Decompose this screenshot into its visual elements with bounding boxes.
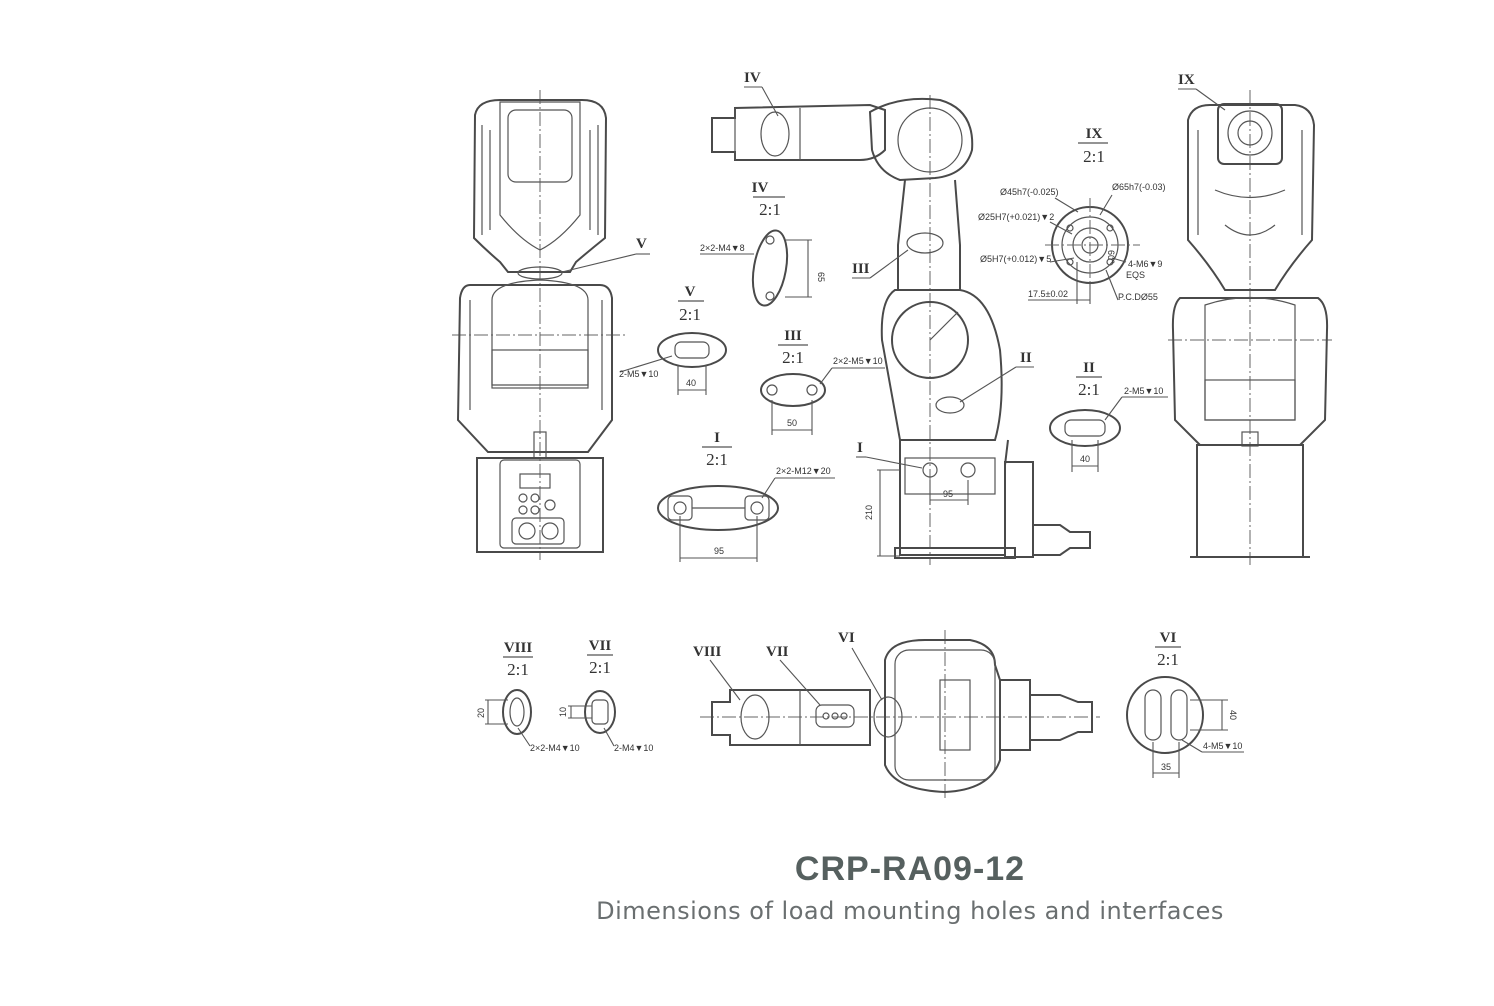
detail-iii-holes: 2×2-M5▼10 [833, 356, 883, 366]
detail-ii-holes: 2-M5▼10 [1124, 386, 1163, 396]
detail-iii-scale: 2:1 [782, 348, 804, 367]
ix-d65: Ø65h7(-0.03) [1112, 182, 1166, 192]
detail-v-label: V [685, 284, 696, 300]
detail-v-scale: 2:1 [679, 305, 701, 324]
detail-vii-label: VII [589, 638, 612, 654]
leader-iii: III [852, 261, 870, 277]
detail-vi-holes: 4-M5▼10 [1203, 741, 1242, 751]
detail-vii-holes: 2-M4▼10 [614, 743, 653, 753]
detail-iv-holes: 2×2-M4▼8 [700, 243, 745, 253]
leader-i: I [857, 440, 863, 456]
detail-i-holes: 2×2-M12▼20 [776, 466, 831, 476]
detail-viii-holes: 2×2-M4▼10 [530, 743, 580, 753]
detail-iv: IV 2:1 2×2-M4▼8 65 [700, 180, 826, 307]
ix-angle: 60° [1106, 250, 1116, 264]
ix-m6: 4-M6▼9 [1128, 259, 1162, 269]
detail-vii-dim: 10 [558, 707, 568, 717]
base-width-dim: 95 [943, 489, 953, 499]
detail-vi: VI 2:1 40 4-M5▼10 35 [1126, 630, 1244, 778]
detail-iv-label: IV [752, 180, 769, 196]
leader-iv: IV [744, 70, 761, 86]
model-title: CRP-RA09-12 [794, 850, 1026, 888]
detail-i-dim: 95 [714, 546, 724, 556]
leader-ix: IX [1178, 72, 1195, 88]
ix-d25: Ø25H7(+0.021)▼2 [978, 212, 1054, 222]
detail-iii-label: III [784, 328, 802, 344]
detail-i-label: I [714, 430, 720, 446]
detail-viii: VIII 2:1 20 2×2-M4▼10 [476, 640, 580, 753]
detail-ix: IX 2:1 Ø45h7(-0.025) Ø65h7(-0.03) Ø25H7(… [978, 126, 1166, 304]
view-leaders: V IV III II I IX VIII VII VI [561, 70, 1226, 706]
rear-view [1168, 90, 1332, 565]
front-view [452, 90, 628, 560]
detail-vii: VII 2:1 10 2-M4▼10 [558, 638, 653, 753]
ix-eqs: EQS [1126, 270, 1145, 280]
ix-d5: Ø5H7(+0.012)▼5 [980, 254, 1051, 264]
detail-ii-label: II [1083, 360, 1095, 376]
detail-v: V 2:1 2-M5▼10 40 [619, 284, 727, 395]
caption-subtitle: Dimensions of load mounting holes and in… [596, 897, 1224, 925]
top-view [700, 630, 1100, 800]
side-view: 210 95 [711, 95, 1091, 565]
ix-offset: 17.5±0.02 [1028, 289, 1068, 299]
detail-ii-dim: 40 [1080, 454, 1090, 464]
detail-iii-dim: 50 [787, 418, 797, 428]
detail-v-dim: 40 [686, 378, 696, 388]
leader-viii: VIII [693, 644, 722, 660]
leader-ii: II [1020, 350, 1032, 366]
detail-iii: III 2:1 2×2-M5▼10 50 [760, 328, 885, 435]
detail-vi-scale: 2:1 [1157, 650, 1179, 669]
detail-iv-dim: 65 [816, 272, 826, 282]
leader-v: V [636, 236, 647, 252]
detail-ix-scale: 2:1 [1083, 147, 1105, 166]
base-height-dim: 210 [864, 505, 874, 520]
detail-vii-scale: 2:1 [589, 658, 611, 677]
detail-ii-scale: 2:1 [1078, 380, 1100, 399]
detail-i: I 2:1 2×2-M12▼20 95 [657, 430, 835, 562]
detail-viii-label: VIII [504, 640, 533, 656]
detail-vi-label: VI [1160, 630, 1177, 646]
detail-vi-width: 35 [1161, 762, 1171, 772]
detail-v-holes: 2-M5▼10 [619, 369, 658, 379]
detail-viii-scale: 2:1 [507, 660, 529, 679]
detail-ii: II 2:1 2-M5▼10 40 [1049, 360, 1168, 472]
detail-ix-label: IX [1086, 126, 1103, 142]
leader-vi: VI [838, 630, 855, 646]
detail-viii-dim: 20 [476, 708, 486, 718]
leader-vii: VII [766, 644, 789, 660]
detail-i-scale: 2:1 [706, 450, 728, 469]
detail-iv-scale: 2:1 [759, 200, 781, 219]
ix-pcd: P.C.DØ55 [1118, 292, 1158, 302]
detail-vi-height: 40 [1228, 710, 1238, 720]
ix-d45: Ø45h7(-0.025) [1000, 187, 1059, 197]
